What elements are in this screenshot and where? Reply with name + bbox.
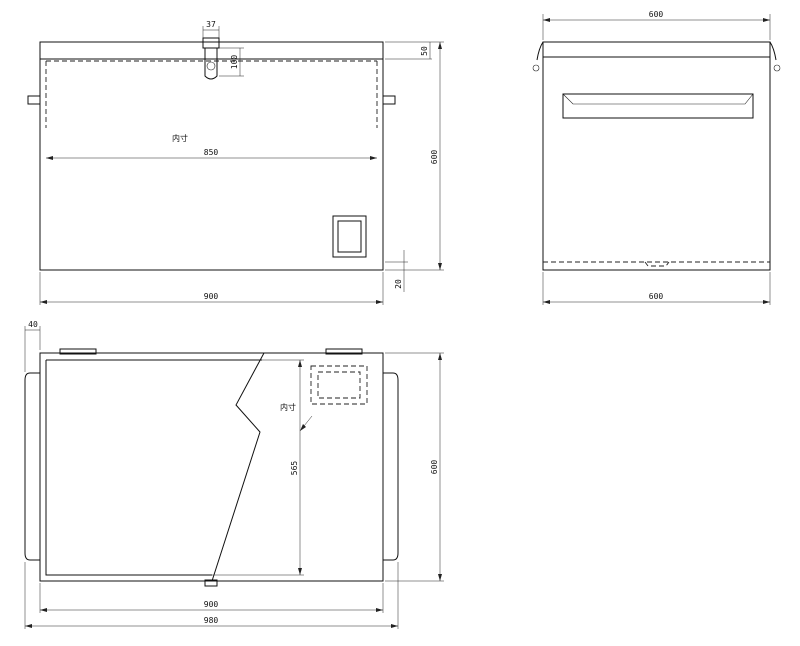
front-left-handle [27, 95, 40, 105]
dim-40-text: 40 [28, 320, 38, 329]
dim-side-top-text: 600 [649, 10, 664, 19]
side-handle-slot [562, 93, 754, 119]
side-hinge-right [773, 64, 781, 72]
arrow-top900-left [40, 608, 47, 612]
front-hasp-top [202, 37, 220, 49]
arrow-top600-bottom [438, 574, 442, 581]
front-inner-label: 内寸 [172, 133, 188, 143]
arrow-980-left [25, 624, 32, 628]
arrow-side-bottom-left [543, 300, 550, 304]
front-view: 850 内寸 900 600 50 37 100 20 [27, 20, 444, 305]
front-plate-outer [332, 215, 367, 258]
arrow-565-top [298, 360, 302, 367]
front-plate-inner [337, 220, 362, 253]
top-leader-arrow [300, 424, 306, 431]
dim-20-text: 20 [394, 279, 403, 289]
arrow-top600-top [438, 353, 442, 360]
dim-900-front-text: 900 [204, 292, 219, 301]
front-hasp-eye [206, 61, 216, 71]
top-lid-inner-edge [45, 359, 262, 576]
dim-37-text: 37 [206, 20, 216, 29]
side-lid-lip [536, 41, 777, 61]
top-left-handle [24, 372, 40, 561]
dim-600-front-text: 600 [430, 150, 439, 165]
arrow-900f-left [40, 300, 47, 304]
top-plate-hidden-inner [317, 371, 361, 399]
dim-50-text: 50 [420, 46, 429, 56]
front-body-outline [39, 41, 384, 271]
top-plate-hidden-outer [310, 365, 368, 405]
top-hinge-left [59, 348, 97, 355]
arrow-900f-right [376, 300, 383, 304]
arrow-850-right [370, 156, 377, 160]
side-handle-slot-bevel [562, 93, 754, 105]
arrow-side-top-right [763, 18, 770, 22]
dim-top900-text: 900 [204, 600, 219, 609]
dim-100-text: 100 [230, 55, 239, 70]
dim-565-text: 565 [290, 461, 299, 476]
top-body-outline [39, 352, 384, 582]
top-lid-break [39, 352, 265, 582]
dim-980-text: 980 [204, 616, 219, 625]
arrow-top900-right [376, 608, 383, 612]
top-hinge-right [325, 348, 363, 355]
side-view: 600 600 [532, 10, 781, 305]
top-inner-label: 内寸 [280, 402, 296, 412]
arrow-850-left [46, 156, 53, 160]
arrow-side-top-left [543, 18, 550, 22]
top-view: 内寸 565 600 40 900 980 [24, 320, 444, 629]
front-right-handle [383, 95, 396, 105]
arrow-600f-bottom [438, 263, 442, 270]
front-inner-hidden [45, 60, 378, 128]
top-hasp-tab [204, 579, 218, 587]
front-hasp [204, 48, 218, 80]
side-foot-hidden [644, 261, 670, 267]
top-right-handle [383, 372, 399, 561]
arrow-565-bottom [298, 568, 302, 575]
dim-side-bottom-text: 600 [649, 292, 664, 301]
side-body-outline [542, 41, 771, 271]
side-hinge-left [532, 64, 540, 72]
arrow-600f-top [438, 42, 442, 49]
arrow-side-bottom-right [763, 300, 770, 304]
dim-top600-text: 600 [430, 460, 439, 475]
dim-850-text: 850 [204, 148, 219, 157]
arrow-980-right [391, 624, 398, 628]
